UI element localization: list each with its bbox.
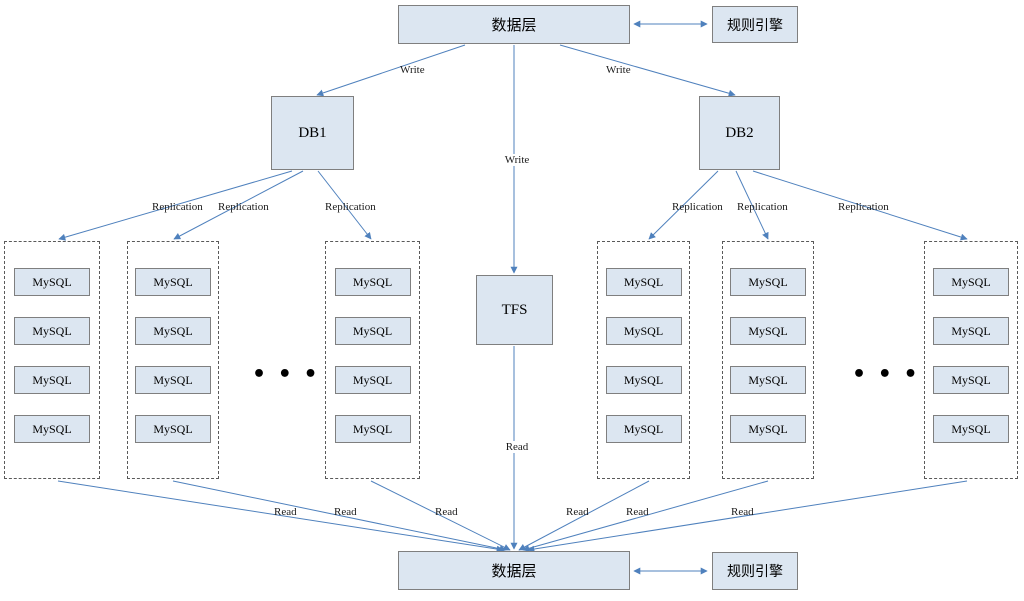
mysql-group-6: MySQL MySQL MySQL MySQL: [924, 241, 1018, 479]
edge-write-db2: [559, 44, 736, 97]
mysql-group-3: MySQL MySQL MySQL MySQL: [325, 241, 420, 479]
edge-label-read-5: Read: [626, 506, 649, 518]
mysql-node: MySQL: [605, 268, 682, 296]
mysql-node: MySQL: [135, 268, 211, 296]
mysql-node: MySQL: [135, 317, 211, 345]
ellipsis-right: • • •: [852, 362, 920, 387]
mysql-node: MySQL: [135, 366, 211, 394]
mysql-node: MySQL: [605, 317, 682, 345]
mysql-node: MySQL: [933, 366, 1009, 394]
db1-node: DB1: [271, 96, 354, 170]
tfs-node: TFS: [476, 275, 553, 345]
mysql-node: MySQL: [730, 317, 806, 345]
mysql-node: MySQL: [14, 366, 90, 394]
mysql-node: MySQL: [730, 268, 806, 296]
mysql-group-4: MySQL MySQL MySQL MySQL: [597, 241, 690, 479]
edge-label-replication-6: Replication: [838, 201, 889, 213]
edge-label-read-2: Read: [334, 506, 357, 518]
edge-label-write-tfs: Write: [499, 154, 535, 167]
edge-label-replication-2: Replication: [218, 201, 269, 213]
edge-label-read-3: Read: [435, 506, 458, 518]
mysql-group-2: MySQL MySQL MySQL MySQL: [127, 241, 219, 479]
edge-label-replication-1: Replication: [152, 201, 203, 213]
mysql-node: MySQL: [14, 268, 90, 296]
mysql-node: MySQL: [334, 415, 411, 443]
mysql-node: MySQL: [14, 415, 90, 443]
rule-engine-top-node: 规则引擎: [712, 6, 798, 43]
mysql-node: MySQL: [135, 415, 211, 443]
edge-label-replication-4: Replication: [672, 201, 723, 213]
mysql-node: MySQL: [334, 268, 411, 296]
edge-write-db1: [316, 44, 466, 97]
mysql-node: MySQL: [730, 415, 806, 443]
edge-label-read-1: Read: [274, 506, 297, 518]
data-layer-bottom-node: 数据层: [398, 551, 630, 590]
mysql-node: MySQL: [933, 317, 1009, 345]
edge-label-read-4: Read: [566, 506, 589, 518]
mysql-node: MySQL: [605, 366, 682, 394]
mysql-node: MySQL: [605, 415, 682, 443]
data-layer-top-node: 数据层: [398, 5, 630, 44]
mysql-node: MySQL: [933, 268, 1009, 296]
db2-node: DB2: [699, 96, 780, 170]
mysql-group-5: MySQL MySQL MySQL MySQL: [722, 241, 814, 479]
rule-engine-bottom-node: 规则引擎: [712, 552, 798, 590]
mysql-node: MySQL: [334, 366, 411, 394]
mysql-node: MySQL: [933, 415, 1009, 443]
edge-label-write-db1: Write: [400, 64, 425, 76]
mysql-group-1: MySQL MySQL MySQL MySQL: [4, 241, 100, 479]
edge-label-replication-3: Replication: [325, 201, 376, 213]
edge-label-read-tfs: Read: [500, 441, 534, 454]
mysql-node: MySQL: [334, 317, 411, 345]
edge-label-write-db2: Write: [606, 64, 631, 76]
mysql-node: MySQL: [730, 366, 806, 394]
ellipsis-left: • • •: [252, 362, 320, 387]
edge-label-read-6: Read: [731, 506, 754, 518]
edge-label-replication-5: Replication: [737, 201, 788, 213]
mysql-node: MySQL: [14, 317, 90, 345]
